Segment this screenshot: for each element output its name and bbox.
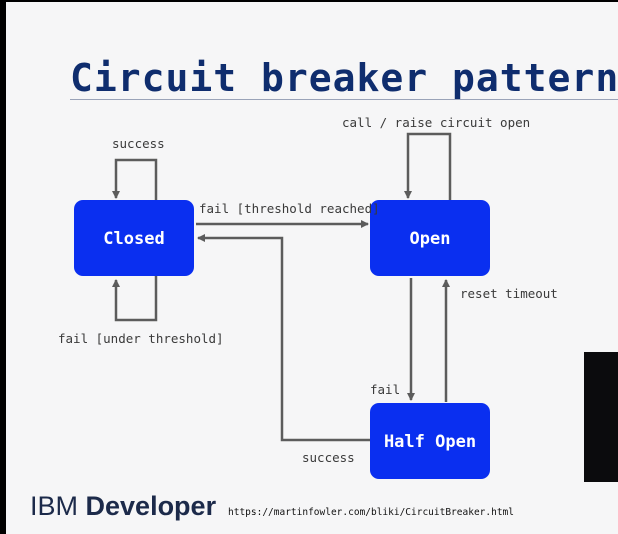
label-halfopen-fail: fail [370,382,400,397]
state-half-open: Half Open [370,403,490,479]
source-url: https://martinfowler.com/bliki/CircuitBr… [228,507,514,518]
state-closed: Closed [74,200,194,276]
slide: Circuit breaker pattern Closed Open [6,2,618,534]
state-closed-label: Closed [103,229,164,249]
brand-ibm: IBM [30,491,86,521]
arrow-halfopen-to-closed [197,234,372,442]
label-open-reset-timeout: reset timeout [460,286,558,301]
state-open-label: Open [410,229,451,249]
label-closed-success: success [112,136,165,151]
ibm-developer-logo: IBM Developer [30,491,216,522]
label-closed-to-open: fail [threshold reached] [199,201,380,216]
presenter-silhouette [584,352,618,482]
title-underline [70,99,618,100]
arrow-open-call-loop [404,132,452,200]
label-closed-fail-under: fail [under threshold] [58,331,224,346]
state-diagram: Closed Open Half Open success fail [unde… [58,115,558,479]
slide-title: Circuit breaker pattern [70,56,618,100]
label-halfopen-success: success [302,450,355,465]
arrow-closed-fail-loop [112,276,158,322]
arrow-closed-success-loop [112,158,158,200]
brand-developer: Developer [85,491,217,521]
label-open-call: call / raise circuit open [342,115,530,130]
state-open: Open [370,200,490,276]
state-half-open-label: Half Open [384,432,476,452]
